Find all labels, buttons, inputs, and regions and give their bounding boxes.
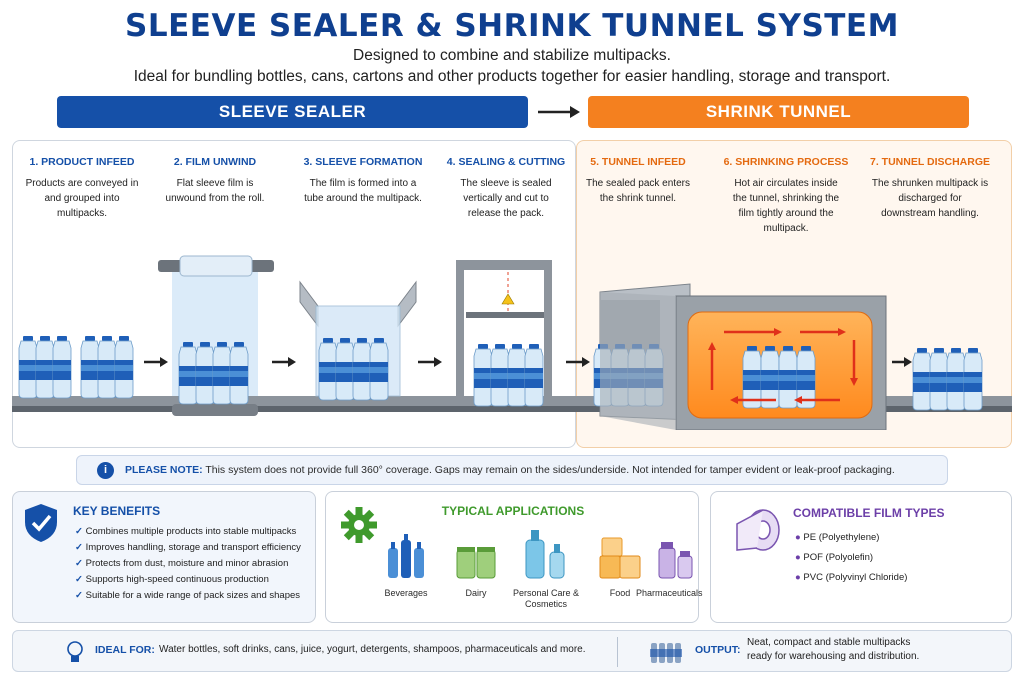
ideal-for-label: IDEAL FOR: <box>95 644 155 656</box>
sealer-conveyor <box>12 396 576 412</box>
benefit-item: ✓ Protects from dust, moisture and minor… <box>75 558 289 569</box>
process-illustration <box>12 255 1012 430</box>
pharmaceuticals-icon <box>658 542 693 579</box>
shield-check-icon <box>25 504 57 542</box>
lightbulb-icon <box>67 641 83 662</box>
footer-divider <box>617 637 618 667</box>
applications-title: TYPICAL APPLICATIONS <box>441 504 585 518</box>
dairy-icon <box>456 547 496 579</box>
output-text-line-2: ready for warehousing and distribution. <box>747 651 920 662</box>
page-title: SLEEVE SEALER & SHRINK TUNNEL SYSTEM <box>125 8 899 44</box>
application-label-beverages: Beverages <box>384 588 428 598</box>
application-label-personal-care: Personal Care & Cosmetics <box>512 588 580 609</box>
film-unwind-unit <box>158 255 274 416</box>
discharged-multipack <box>912 347 983 411</box>
step-desc-3: The film is formed into a tube around th… <box>304 178 422 204</box>
step-title-6: 6. SHRINKING PROCESS <box>723 156 849 168</box>
step-desc-2: Flat sleeve film is unwound from the rol… <box>165 178 265 204</box>
ideal-for-text: Water bottles, soft drinks, cans, juice,… <box>159 644 586 655</box>
note-label: PLEASE NOTE: <box>125 464 203 476</box>
application-label-food: Food <box>609 588 631 598</box>
multipack-icon <box>650 643 682 663</box>
arrow-right-icon <box>538 106 580 118</box>
typical-applications-card: TYPICAL APPLICATIONS Beverages Dairy Per… <box>325 491 703 623</box>
benefits-list: ✓ Combines multiple products into stable… <box>75 524 313 604</box>
footer-bar: IDEAL FOR: Water bottles, soft drinks, c… <box>12 630 1012 672</box>
flow-arrow-icon <box>892 357 912 367</box>
gear-icon <box>341 507 377 543</box>
step-title-7: 7. TUNNEL DISCHARGE <box>870 156 990 168</box>
flow-arrow-icon <box>144 357 168 367</box>
film-item: ● POF (Polyolefin) <box>795 552 874 563</box>
shrink-tunnel-body <box>600 292 887 430</box>
subtitle-line-2: Ideal for bundling bottles, cans, carton… <box>133 68 891 85</box>
benefit-item: ✓ Improves handling, storage and transpo… <box>75 542 301 553</box>
infeed-bottles <box>18 335 134 399</box>
benefits-title: KEY BENEFITS <box>73 504 161 518</box>
personal-care-icon <box>525 530 565 579</box>
flow-arrow-icon <box>418 357 442 367</box>
film-roll-icon <box>736 509 780 551</box>
sealing-frame <box>456 260 552 407</box>
subtitle-line-1: Designed to combine and stabilize multip… <box>353 47 671 64</box>
step-title-1: 1. PRODUCT INFEED <box>29 156 135 168</box>
step-title-3: 3. SLEEVE FORMATION <box>303 156 423 168</box>
shrink-tunnel-band: SHRINK TUNNEL <box>588 96 969 128</box>
application-label-pharmaceuticals: Pharmaceuticals <box>636 588 703 598</box>
film-item: ● PVC (Polyvinyl Chloride) <box>795 572 908 583</box>
benefit-item: ✓ Supports high-speed continuous product… <box>75 574 269 585</box>
please-note-banner: i PLEASE NOTE: This system does not prov… <box>76 455 948 485</box>
benefit-item: ✓ Suitable for a wide range of pack size… <box>75 590 301 601</box>
flow-arrow-icon <box>272 357 296 367</box>
step-desc-1: Products are conveyed in and grouped int… <box>25 178 139 219</box>
step-desc-6: Hot air circulates inside the tunnel, sh… <box>732 178 840 234</box>
step-title-2: 2. FILM UNWIND <box>173 156 257 168</box>
films-list: ● PE (Polyethylene) ● POF (Polyolefin) ●… <box>795 528 1005 588</box>
output-label: OUTPUT: <box>695 644 741 656</box>
application-label-dairy: Dairy <box>465 588 487 598</box>
benefit-item: ✓ Combines multiple products into stable… <box>75 526 297 537</box>
sleeve-formation-unit <box>299 280 417 401</box>
step-desc-5: The sealed pack enters the shrink tunnel… <box>586 178 690 204</box>
flow-arrow-icon <box>566 357 590 367</box>
compatible-film-types-card: COMPATIBLE FILM TYPES ● PE (Polyethylene… <box>710 491 1012 623</box>
key-benefits-card: KEY BENEFITS ✓ Combines multiple product… <box>12 491 316 623</box>
sleeve-sealer-band: SLEEVE SEALER <box>57 96 528 128</box>
step-desc-4: The sleeve is sealed vertically and cut … <box>460 178 552 219</box>
info-icon: i <box>97 462 114 479</box>
note-text: This system does not provide full 360° c… <box>205 464 895 476</box>
step-title-4: 4. SEALING & CUTTING <box>446 156 566 168</box>
step-desc-7: The shrunken multipack is discharged for… <box>871 178 989 219</box>
step-title-5: 5. TUNNEL INFEED <box>590 156 686 168</box>
films-title: COMPATIBLE FILM TYPES <box>793 506 945 520</box>
food-icon <box>599 537 641 579</box>
output-text-line-1: Neat, compact and stable multipacks <box>747 637 911 648</box>
beverages-icon <box>388 534 424 578</box>
film-item: ● PE (Polyethylene) <box>795 532 880 543</box>
